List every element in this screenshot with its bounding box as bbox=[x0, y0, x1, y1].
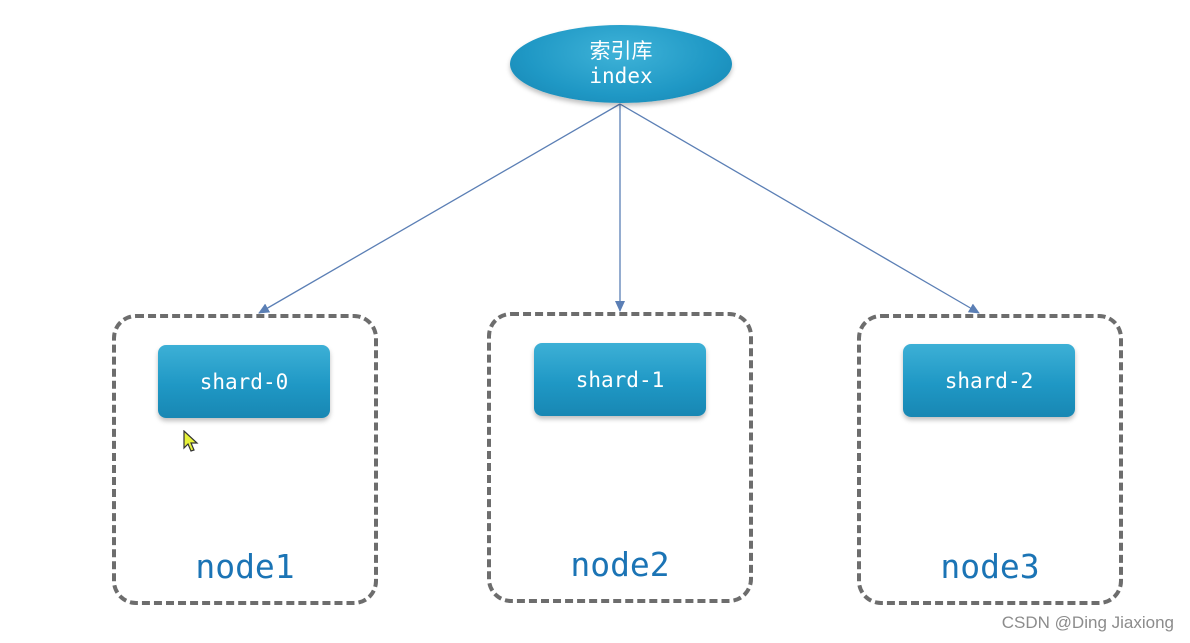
shard-2-label: shard-2 bbox=[944, 368, 1034, 393]
node3-label: node3 bbox=[940, 547, 1040, 586]
node1-container bbox=[112, 314, 378, 605]
mouse-pointer-icon bbox=[183, 430, 199, 452]
index-root-label-en: index bbox=[589, 64, 653, 88]
index-root-node: 索引库 index bbox=[510, 25, 732, 103]
edge-to-node3 bbox=[619, 103, 980, 314]
index-root-label-cn: 索引库 bbox=[589, 39, 653, 63]
node2-container bbox=[487, 312, 753, 603]
shard-2-box: shard-2 bbox=[903, 344, 1075, 417]
shard-1-box: shard-1 bbox=[534, 343, 706, 416]
node1-label: node1 bbox=[195, 547, 295, 586]
shard-0-box: shard-0 bbox=[158, 345, 330, 418]
node3-container bbox=[857, 314, 1123, 605]
node2-label: node2 bbox=[570, 545, 670, 584]
edge-to-node1 bbox=[258, 103, 621, 314]
shard-1-label: shard-1 bbox=[575, 367, 665, 392]
watermark: CSDN @Ding Jiaxiong bbox=[1001, 613, 1174, 632]
shard-0-label: shard-0 bbox=[199, 369, 289, 394]
